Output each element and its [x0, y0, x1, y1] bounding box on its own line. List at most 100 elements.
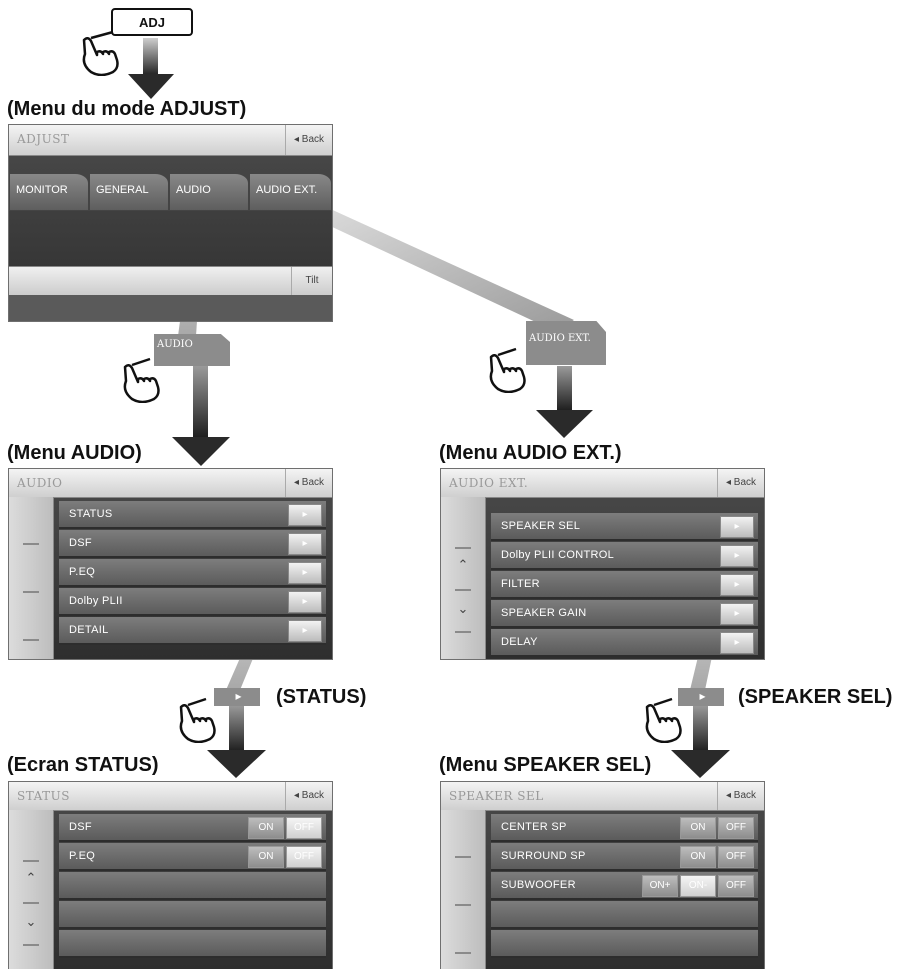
pointing-hand-icon: [82, 30, 119, 76]
back-button[interactable]: ◂ Back: [285, 782, 332, 810]
scroll-up-icon[interactable]: ⌃: [25, 870, 37, 885]
back-button[interactable]: ◂ Back: [285, 469, 332, 497]
caption-status: (STATUS): [276, 686, 367, 708]
table-row: CENTER SP ON OFF: [491, 814, 758, 842]
arrow-right-icon[interactable]: ▸: [720, 632, 754, 654]
list-item[interactable]: STATUS ▸: [59, 501, 326, 529]
on-toggle[interactable]: ON: [680, 846, 716, 868]
divider: [455, 589, 471, 591]
divider: [455, 856, 471, 858]
back-button[interactable]: ◂ Back: [717, 469, 764, 497]
adj-key[interactable]: ADJ: [111, 8, 193, 36]
list-item[interactable]: DSF ▸: [59, 530, 326, 558]
tab-monitor[interactable]: MONITOR: [9, 173, 89, 211]
on-toggle[interactable]: ON: [680, 817, 716, 839]
divider: [455, 631, 471, 633]
pointing-hand-icon: [179, 697, 216, 743]
list-item[interactable]: SPEAKER SEL ▸: [491, 513, 758, 541]
tab-audio[interactable]: AUDIO: [169, 173, 249, 211]
table-row: SURROUND SP ON OFF: [491, 843, 758, 871]
adj-key-label: ADJ: [138, 15, 165, 30]
setting-label: DSF: [69, 821, 92, 833]
list-item[interactable]: Dolby PLII ▸: [59, 588, 326, 616]
off-toggle[interactable]: OFF: [718, 846, 754, 868]
pointing-hand-icon: [123, 357, 160, 403]
pointing-hand-icon: [645, 697, 682, 743]
divider: [23, 860, 39, 862]
on-toggle[interactable]: ON: [248, 846, 284, 868]
list-item-label: FILTER: [501, 578, 540, 590]
list-item[interactable]: DETAIL ▸: [59, 617, 326, 645]
arrow-right-icon[interactable]: ▸: [288, 562, 322, 584]
table-row: DSF ON OFF: [59, 814, 326, 842]
arrow-right-icon[interactable]: ▸: [288, 533, 322, 555]
arrow-right-icon[interactable]: ▸: [720, 603, 754, 625]
off-toggle[interactable]: OFF: [718, 875, 754, 897]
list-item-label: Dolby PLII: [69, 595, 123, 607]
adjust-title: ADJUST: [17, 132, 70, 146]
setting-label: SUBWOOFER: [501, 879, 576, 891]
list-item-label: STATUS: [69, 508, 113, 520]
status-title: STATUS: [17, 789, 70, 803]
status-screen: STATUS ◂ Back ⌃ ⌄ DSF ON OFF P.EQ ON OFF: [8, 781, 333, 969]
tilt-button[interactable]: Tilt: [291, 267, 332, 295]
empty-row: [59, 930, 326, 958]
tab-general[interactable]: GENERAL: [89, 173, 169, 211]
speaker-sel-side-column: [441, 810, 486, 969]
list-item-label: SPEAKER GAIN: [501, 607, 587, 619]
arrow-right-icon[interactable]: ▸: [720, 545, 754, 567]
divider: [23, 944, 39, 946]
tab-audio-ext[interactable]: AUDIO EXT.: [249, 173, 332, 211]
caption-audio-ext-menu: (Menu AUDIO EXT.): [439, 442, 622, 464]
divider: [23, 543, 39, 545]
caption-speaker-sel: (SPEAKER SEL): [738, 686, 893, 708]
off-toggle[interactable]: OFF: [286, 817, 322, 839]
back-button[interactable]: ◂ Back: [717, 782, 764, 810]
setting-label: CENTER SP: [501, 821, 567, 833]
audio-ext-side-column: ⌃ ⌄: [441, 497, 486, 659]
scroll-down-icon[interactable]: ⌄: [25, 914, 37, 929]
audio-titlebar: AUDIO ◂ Back: [9, 469, 332, 498]
divider: [455, 952, 471, 954]
list-item[interactable]: SPEAKER GAIN ▸: [491, 600, 758, 628]
divider: [455, 904, 471, 906]
scroll-up-icon[interactable]: ⌃: [457, 557, 469, 572]
status-arrow-chip: ▸: [214, 688, 260, 706]
speaker-sel-titlebar: SPEAKER SEL ◂ Back: [441, 782, 764, 811]
caption-status-screen: (Ecran STATUS): [7, 754, 159, 776]
audio-chip: AUDIO: [154, 334, 230, 366]
scroll-down-icon[interactable]: ⌄: [457, 601, 469, 616]
audio-side-column: [9, 497, 54, 659]
audio-ext-title: AUDIO EXT.: [449, 476, 529, 490]
list-item[interactable]: FILTER ▸: [491, 571, 758, 599]
caption-audio-menu: (Menu AUDIO): [7, 442, 142, 464]
list-item[interactable]: Dolby PLII CONTROL ▸: [491, 542, 758, 570]
off-toggle[interactable]: OFF: [286, 846, 322, 868]
arrow-right-icon[interactable]: ▸: [720, 574, 754, 596]
adjust-footer-strip: [9, 295, 332, 321]
divider: [23, 591, 39, 593]
pointing-hand-icon: [489, 347, 526, 393]
audio-screen: AUDIO ◂ Back STATUS ▸ DSF ▸ P.EQ ▸ Dolby…: [8, 468, 333, 660]
list-item[interactable]: P.EQ ▸: [59, 559, 326, 587]
arrow-right-icon[interactable]: ▸: [288, 591, 322, 613]
caption-adjust-menu: (Menu du mode ADJUST): [7, 98, 247, 120]
arrow-right-icon[interactable]: ▸: [288, 504, 322, 526]
list-item-label: DSF: [69, 537, 92, 549]
list-item-label: Dolby PLII CONTROL: [501, 549, 614, 561]
on-plus-toggle[interactable]: ON+: [642, 875, 678, 897]
table-row: SUBWOOFER ON+ ON- OFF: [491, 872, 758, 900]
adjust-screen: ADJUST ◂ Back MONITOR GENERAL AUDIO AUDI…: [8, 124, 333, 322]
list-item[interactable]: DELAY ▸: [491, 629, 758, 657]
arrow-right-icon[interactable]: ▸: [288, 620, 322, 642]
speaker-sel-screen: SPEAKER SEL ◂ Back CENTER SP ON OFF SURR…: [440, 781, 765, 969]
on-minus-toggle[interactable]: ON-: [680, 875, 716, 897]
divider: [455, 547, 471, 549]
empty-row: [491, 930, 758, 958]
back-button[interactable]: ◂ Back: [285, 125, 332, 155]
arrow-right-icon[interactable]: ▸: [720, 516, 754, 538]
audio-title: AUDIO: [17, 476, 63, 490]
off-toggle[interactable]: OFF: [718, 817, 754, 839]
list-item-label: DELAY: [501, 636, 538, 648]
on-toggle[interactable]: ON: [248, 817, 284, 839]
